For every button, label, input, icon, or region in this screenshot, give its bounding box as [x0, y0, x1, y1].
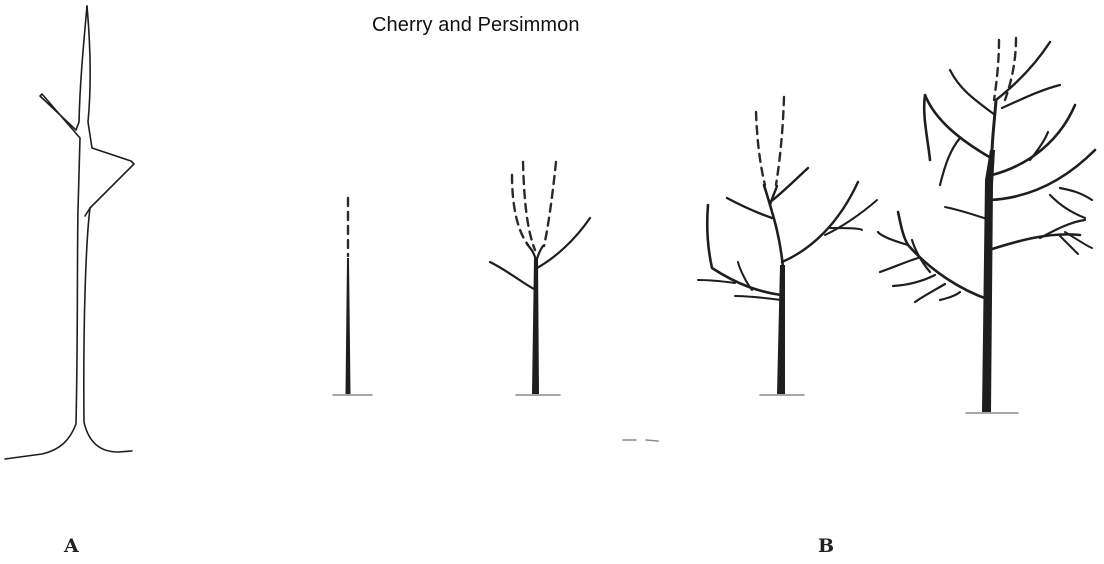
- panel-b-stage-1-whip: [333, 198, 372, 395]
- panel-a-tree-outline: [5, 6, 134, 459]
- panel-b-stage-4-mature-tree: [878, 38, 1095, 413]
- panel-label-a: A: [64, 535, 79, 557]
- panel-b-stage-2-scaffolds: [490, 162, 590, 395]
- panel-b-stage-3-framework: [698, 97, 877, 395]
- scan-marks: [623, 440, 658, 441]
- panel-label-b: B: [818, 535, 834, 557]
